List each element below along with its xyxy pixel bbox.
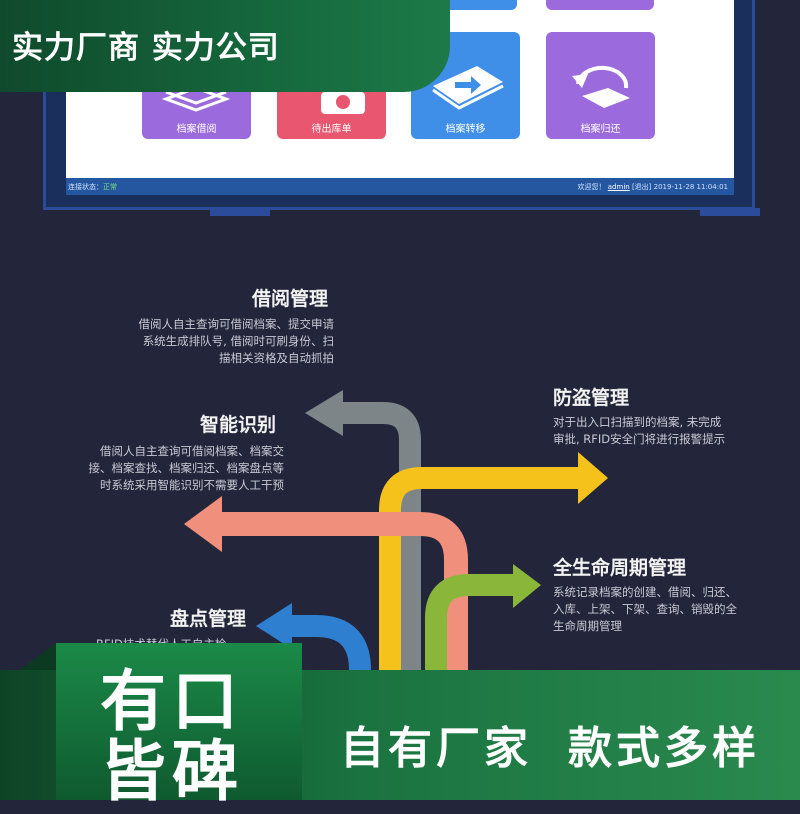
app-tile-partial[interactable] — [409, 0, 517, 10]
badge-line-2: 皆碑 — [100, 733, 244, 810]
outbound-icon — [321, 92, 365, 114]
feature-desc-lifecycle: 系统记录档案的创建、借阅、归还、入库、上架、下架、查询、销毁的全生命周期管理 — [553, 585, 737, 633]
tile-label: 档案转移 — [445, 124, 486, 135]
feature-title-anti-theft: 防盗管理 — [553, 387, 630, 409]
feature-desc-borrow: 借阅人自主查询可借阅档案、提交申请系统生成排队号, 借阅时可刷身份、扫描相关资格… — [138, 317, 335, 365]
slogan-own-factory: 自有厂家 — [340, 723, 532, 774]
feature-title-inventory: 盘点管理 — [170, 608, 247, 630]
tile-label: 档案归还 — [580, 124, 621, 135]
app-tile-partial[interactable] — [546, 0, 654, 10]
feature-title-lifecycle: 全生命周期管理 — [553, 557, 687, 579]
feature-title-smart-id: 智能识别 — [200, 414, 277, 436]
reputation-badge — [56, 643, 302, 800]
arrow-salmon-head — [184, 496, 222, 552]
badge-fold — [20, 643, 56, 670]
connection-status: 连接状态：正常 — [68, 183, 117, 191]
tile-archive-return[interactable]: 档案归还 — [546, 32, 655, 139]
feature-desc-anti-theft: 对于出入口扫描到的档案, 未完成审批, RFID安全门将进行报警提示 — [553, 415, 726, 446]
tile-label: 档案借阅 — [176, 124, 217, 135]
feature-desc-smart-id: 借阅人自主查询可借阅档案、档案交接、档案查找、档案归还、档案盘点等时系统采用智能… — [88, 444, 285, 492]
arrow-gray — [340, 402, 421, 670]
arrow-blue-head — [256, 603, 292, 649]
badge-line-1: 有口 — [100, 663, 244, 740]
arrow-green — [425, 574, 515, 670]
user-link[interactable]: admin — [607, 183, 630, 191]
return-icon — [572, 65, 630, 108]
arrow-yellow-head — [578, 452, 608, 504]
tile-label: 待出库单 — [311, 124, 352, 135]
slogan-various-styles: 款式多样 — [568, 723, 760, 774]
logout-link[interactable]: [退出] — [631, 183, 652, 191]
status-bar: 连接状态：正常 欢迎您！ admin [退出] 2019-11-28 11:04… — [66, 178, 734, 195]
arrow-blue — [290, 615, 371, 671]
user-status: 欢迎您！ admin [退出] 2019-11-28 11:04:01 — [577, 183, 728, 191]
feature-title-borrow: 借阅管理 — [252, 288, 329, 310]
arrow-gray-head — [305, 390, 343, 436]
top-banner-text: 实力厂商 实力公司 — [12, 30, 280, 66]
top-banner: 实力厂商 实力公司 — [0, 0, 450, 92]
monitor-foot-right — [700, 208, 760, 216]
arrow-salmon — [218, 512, 468, 670]
transfer-icon — [432, 66, 504, 110]
arrow-yellow — [379, 467, 580, 670]
arrow-green-head — [513, 564, 541, 608]
monitor-foot-left — [210, 208, 270, 216]
